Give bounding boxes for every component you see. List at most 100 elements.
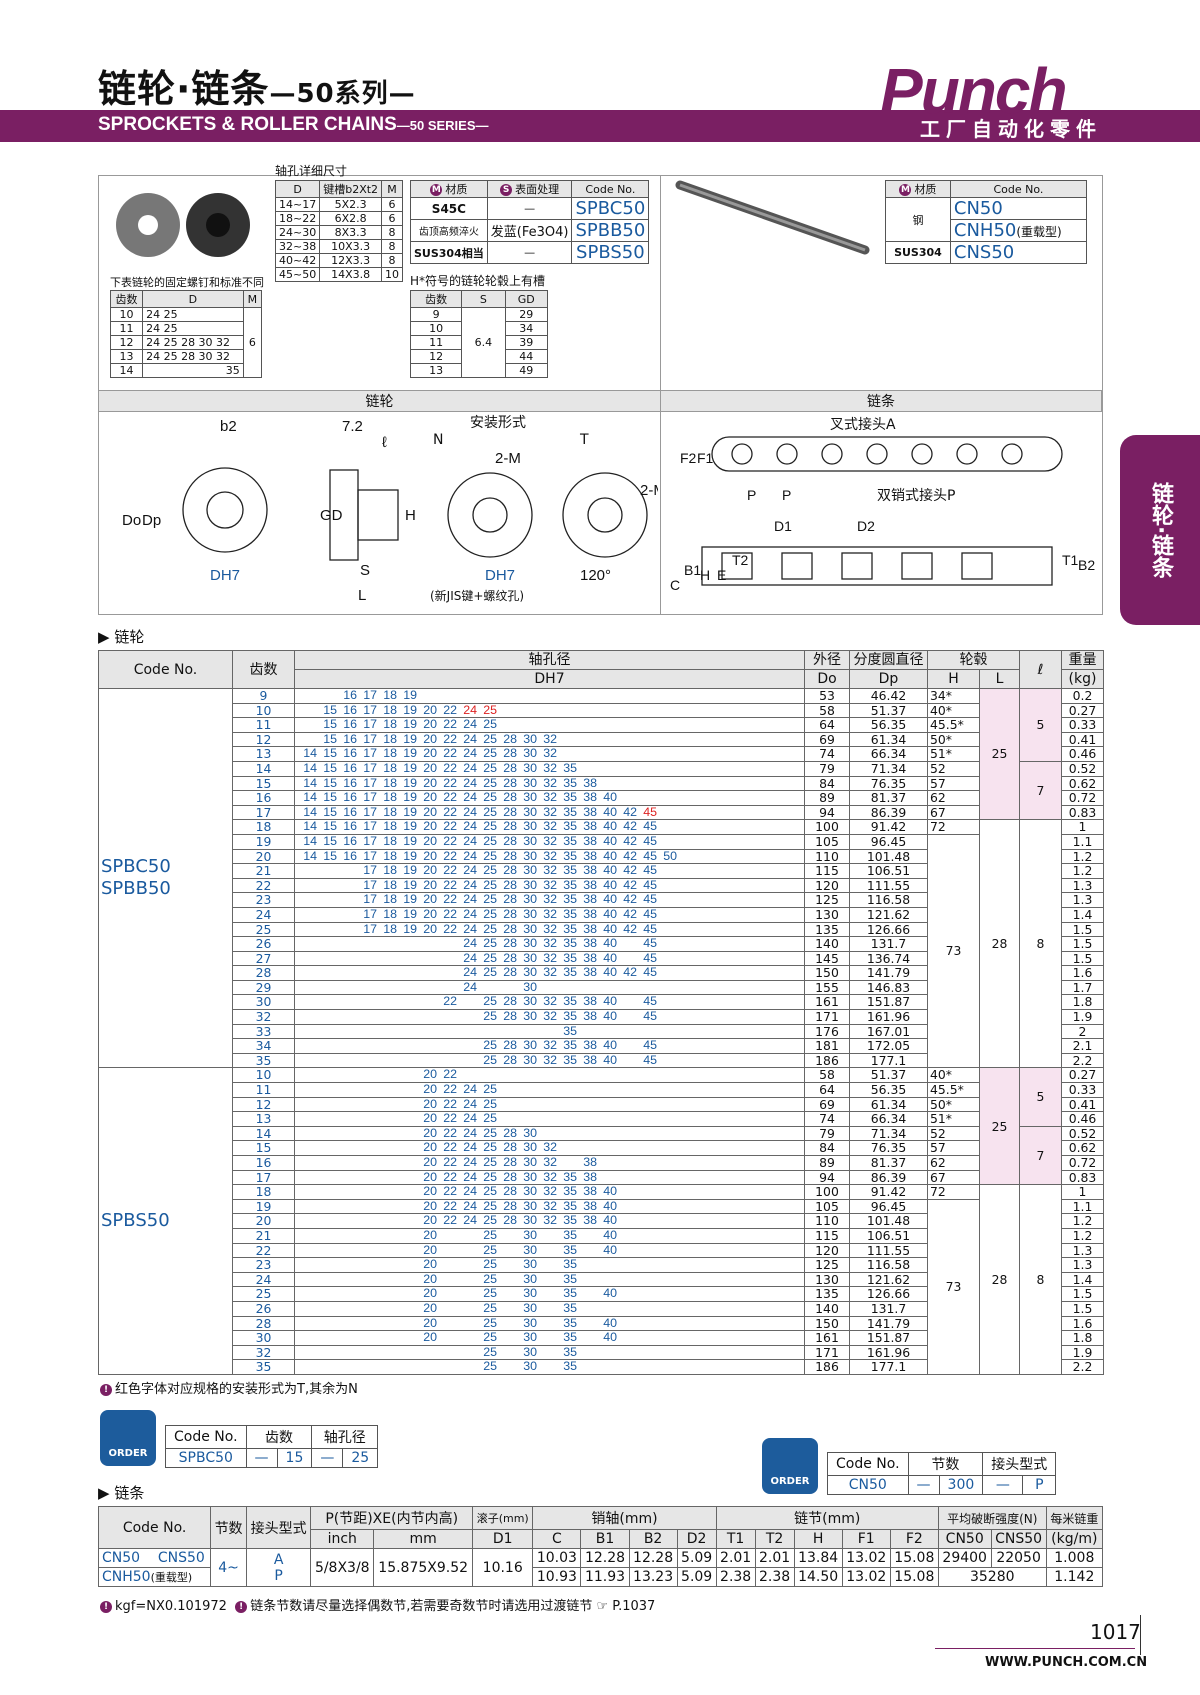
pcd-cell: 86.39 (849, 804, 928, 821)
weight-cell: 2.1 (1061, 1038, 1104, 1054)
teeth-cell: 22 (232, 877, 295, 894)
weight-cell: 1.8 (1061, 1330, 1104, 1346)
od-cell: 110 (804, 848, 850, 865)
weight-cell: 1.9 (1061, 1009, 1104, 1025)
jis-note: (新JIS键+螺纹孔) (430, 589, 525, 603)
ell-cell: 8 (1019, 1184, 1062, 1375)
pcd-cell: 101.48 (849, 848, 928, 865)
weight-cell: 0.72 (1061, 790, 1104, 806)
weight-cell: 1.9 (1061, 1344, 1104, 1361)
hub-h-cell: 72 (927, 819, 980, 835)
teeth-cell: 35 (232, 1359, 295, 1375)
od-cell: 130 (804, 906, 850, 923)
weight-cell: 2.2 (1061, 1359, 1104, 1375)
pcd-cell: 96.45 (849, 1198, 928, 1215)
hub-h-cell: 67 (927, 1169, 980, 1186)
pcd-cell: 56.35 (849, 1082, 928, 1098)
teeth-cell: 35 (232, 1052, 295, 1069)
hub-h-cell: 73 (927, 1198, 980, 1375)
page-title: 链轮·链条—50系列— (98, 67, 416, 111)
pcd-cell: 61.34 (849, 731, 928, 748)
label-B1: B1 (684, 562, 701, 578)
hub-h-cell: 57 (927, 1140, 980, 1156)
od-cell: 171 (804, 1344, 850, 1361)
teeth-cell: 19 (232, 1198, 295, 1215)
weight-cell: 2 (1061, 1023, 1104, 1040)
teeth-cell: 17 (232, 804, 295, 821)
chain-diagram-label: 链条 (660, 390, 1102, 412)
weight-cell: 1.2 (1061, 848, 1104, 865)
od-cell: 150 (804, 1315, 850, 1332)
hub-title: H*符号的链轮轮毂上有槽 (410, 274, 546, 288)
label-GD: GD (320, 507, 343, 524)
weight-cell: 0.62 (1061, 1140, 1104, 1156)
sprocket-section-label: ▶ 链轮 (98, 628, 145, 646)
hub-h-cell: 40* (927, 702, 980, 719)
pcd-cell: 46.42 (849, 688, 928, 704)
teeth-cell: 14 (232, 760, 295, 777)
teeth-cell: 30 (232, 1330, 295, 1346)
od-cell: 140 (804, 1300, 850, 1317)
pcd-cell: 66.34 (849, 1111, 928, 1127)
od-cell: 74 (804, 1111, 850, 1127)
label-F1: F1 (697, 450, 714, 466)
label-DH7-2: DH7 (485, 567, 515, 584)
pcd-cell: 66.34 (849, 746, 928, 762)
teeth-cell: 14 (232, 1125, 295, 1142)
od-cell: 89 (804, 1155, 850, 1171)
label-C: C (670, 577, 680, 593)
ell-cell: 7 (1019, 1125, 1062, 1186)
pcd-cell: 136.74 (849, 950, 928, 967)
teeth-cell: 28 (232, 1315, 295, 1332)
hub-h-cell: 51* (927, 746, 980, 762)
od-cell: 145 (804, 950, 850, 967)
od-cell: 135 (804, 1286, 850, 1302)
chain-section-label: ▶ 链条 (98, 1484, 145, 1502)
order-example-chain: Code No.节数接头型式 CN50—300—P (827, 1452, 1057, 1495)
teeth-cell: 16 (232, 790, 295, 806)
weight-cell: 1.3 (1061, 892, 1104, 908)
pcd-cell: 126.66 (849, 1286, 928, 1302)
ell-cell: 5 (1019, 1067, 1062, 1127)
pcd-cell: 141.79 (849, 965, 928, 981)
teeth-cell: 21 (232, 863, 295, 879)
teeth-cell: 12 (232, 731, 295, 748)
weight-cell: 0.33 (1061, 1082, 1104, 1098)
od-cell: 140 (804, 936, 850, 952)
hub-h-cell: 52 (927, 760, 980, 777)
pcd-cell: 101.48 (849, 1213, 928, 1229)
label-E: E (717, 567, 726, 583)
od-cell: 53 (804, 688, 850, 704)
od-cell: 155 (804, 979, 850, 996)
weight-cell: 1.3 (1061, 877, 1104, 894)
weight-cell: 0.46 (1061, 746, 1104, 762)
label-Do: Do (122, 512, 141, 529)
od-cell: 181 (804, 1038, 850, 1054)
pcd-cell: 56.35 (849, 717, 928, 733)
weight-cell: 0.52 (1061, 1125, 1104, 1142)
od-cell: 64 (804, 717, 850, 733)
weight-cell: 2.2 (1061, 1052, 1104, 1069)
pcd-cell: 91.42 (849, 1184, 928, 1200)
